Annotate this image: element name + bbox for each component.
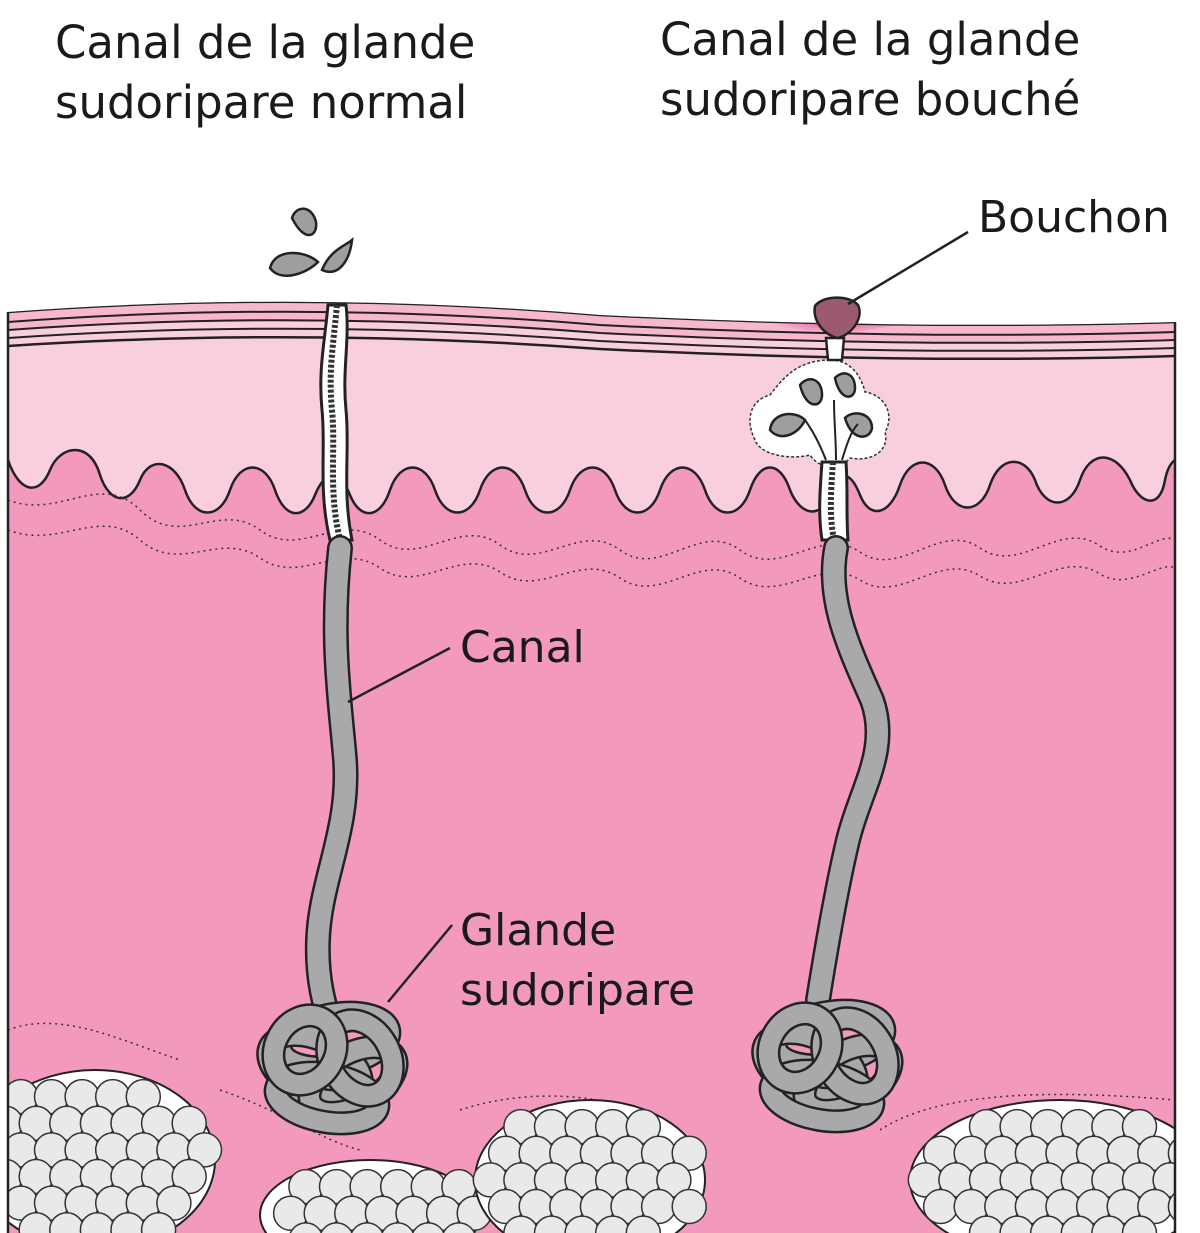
epidermis-layer — [8, 301, 1175, 515]
fat-cell — [318, 1222, 355, 1233]
blocked-sweat-gland — [749, 296, 904, 1134]
fat-cell — [1167, 1135, 1175, 1171]
fat-cell — [625, 1215, 662, 1233]
normal-canal-core — [327, 304, 343, 541]
sweat-drop — [798, 378, 824, 406]
title-blocked-line1: Canal de la glande — [660, 13, 1080, 66]
fat-cell — [288, 1222, 324, 1233]
fat-cell — [1091, 1215, 1127, 1233]
blocked-gland-coil — [751, 998, 904, 1134]
leader-line-duct — [347, 646, 451, 704]
label-plug: Bouchon — [978, 192, 1170, 243]
blocked-upper-canal — [824, 336, 846, 362]
fat-cell — [625, 1108, 662, 1145]
dermis-contour — [8, 525, 1175, 588]
gland-coil-loop — [263, 1005, 347, 1095]
fat-cell — [1060, 1215, 1097, 1233]
fat-cell — [1029, 1215, 1066, 1233]
normal-sweat-gland — [256, 207, 409, 1136]
fat-cell — [156, 1185, 192, 1221]
sweat-plug — [813, 296, 861, 340]
fat-cell — [1121, 1215, 1158, 1233]
fat-cell — [922, 1188, 959, 1225]
fat-cell — [8, 1132, 9, 1168]
title-normal-line1: Canal de la glande — [55, 16, 475, 69]
fat-lobules — [8, 1069, 1200, 1233]
blocked-duct-fill — [807, 537, 889, 1011]
leader-line-plug — [847, 230, 969, 306]
fat-cell — [140, 1211, 177, 1233]
label-duct: Canal — [460, 622, 585, 673]
normal-duct-fill — [307, 537, 357, 1051]
fat-cell — [594, 1215, 631, 1233]
fat-cell — [533, 1215, 570, 1233]
fat-cell — [564, 1215, 600, 1233]
leak-streams — [804, 399, 859, 461]
fat-cell — [171, 1158, 207, 1195]
fat-cell — [379, 1222, 416, 1233]
leader-line-gland — [387, 924, 453, 1003]
fat-cell — [349, 1222, 385, 1233]
sweat-drop — [290, 207, 318, 237]
blocked-epidermal-canal — [818, 460, 850, 542]
title-blocked-line2: sudoripare bouché — [660, 73, 1080, 126]
normal-epidermal-canal — [319, 303, 354, 542]
label-gland-line1: Glande — [460, 905, 616, 956]
blocked-canal-core — [827, 461, 837, 541]
fat-cell — [1184, 1163, 1200, 1197]
fat-cell — [441, 1222, 477, 1233]
blocked-sweat-drops — [768, 372, 874, 438]
fat-cell — [503, 1215, 539, 1233]
normal-gland-coil — [256, 1000, 409, 1136]
sweat-drop — [268, 251, 320, 277]
fat-cell — [968, 1215, 1005, 1233]
skin-surface-lines — [8, 301, 1175, 361]
fat-cell — [171, 1105, 207, 1141]
gland-coil-loop — [758, 1003, 842, 1093]
label-gland-line2: sudoripare — [460, 965, 695, 1016]
fat-cell — [1167, 1188, 1175, 1225]
fat-cell — [125, 1078, 162, 1115]
fat-cell — [671, 1188, 707, 1225]
skin-frame — [6, 312, 1177, 1233]
fat-cell — [186, 1132, 223, 1168]
fat-cell — [1121, 1108, 1158, 1145]
fat-cell — [999, 1215, 1035, 1233]
title-normal-line2: sudoripare normal — [55, 76, 467, 129]
normal-sweat-drops — [268, 207, 354, 277]
skin-cross-section — [8, 301, 1200, 1233]
sweat-drop — [320, 236, 354, 273]
fat-cell — [656, 1162, 692, 1198]
fat-cell — [410, 1222, 447, 1233]
fat-cell — [671, 1135, 707, 1171]
fat-cell — [1152, 1162, 1175, 1198]
sweat-drop — [833, 372, 857, 398]
